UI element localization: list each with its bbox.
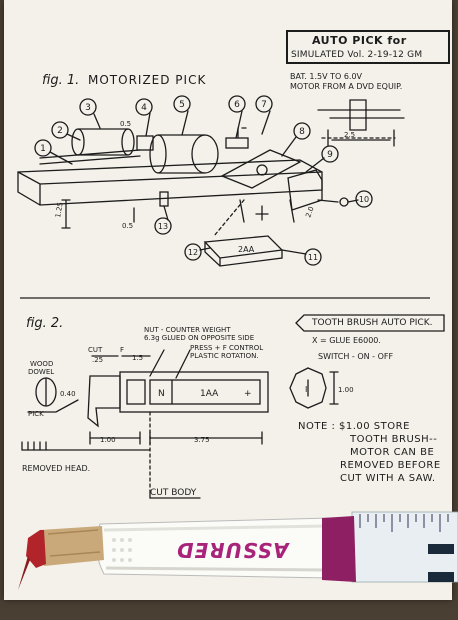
counterweight-note: 6.3g GLUED ON OPPOSITE SIDE bbox=[144, 334, 254, 342]
press-note: PRESS + F CONTROL bbox=[190, 344, 263, 352]
toothbrush-pick-label: TOOTH BRUSH AUTO PICK. bbox=[312, 318, 433, 328]
callout-number: 5 bbox=[179, 100, 185, 110]
mount-plate bbox=[220, 149, 302, 189]
battery-n-label: N bbox=[158, 389, 165, 399]
brand-logo-text: ASSURED bbox=[176, 538, 289, 562]
battery bbox=[149, 379, 261, 405]
wood-dowel-label: DOWEL bbox=[28, 368, 54, 376]
coupling bbox=[136, 135, 154, 151]
dim-label: 2AA bbox=[238, 245, 255, 254]
callout-number: 2 bbox=[57, 126, 63, 136]
note-block: NOTE : $1.00 STORE TOOTH BRUSH-- MOTOR C… bbox=[298, 420, 441, 485]
switch-label: SWITCH - ON - OFF bbox=[318, 352, 394, 361]
callout-number: 7 bbox=[261, 100, 267, 110]
callout-number: 9 bbox=[327, 150, 333, 160]
dim-label: 1.00 bbox=[100, 436, 116, 444]
fig2-labels: WOOD DOWEL PICK CUT .25 F 1.5 0.40 1.00 … bbox=[28, 326, 354, 444]
cut-body-label: CUT BODY bbox=[150, 488, 197, 498]
title-box: AUTO PICK for SIMULATED Vol. 2-19-12 GM bbox=[286, 30, 450, 64]
callout-number: 8 bbox=[299, 127, 305, 137]
battery-note-line: BAT. 1.5V TO 6.0V bbox=[290, 72, 363, 81]
fig2-drawing bbox=[21, 314, 445, 499]
dim-label: 0.5 bbox=[122, 222, 133, 230]
fig1-callout-numbers: 1 2 3 4 5 6 7 8 9 10 11 12 13 bbox=[40, 100, 369, 262]
wood-dowel-label: WOOD bbox=[30, 360, 53, 368]
dim-label: 2.5 bbox=[344, 131, 355, 139]
dim-label: 1.00 bbox=[338, 386, 354, 394]
note-line: MOTOR CAN BE bbox=[350, 447, 435, 458]
press-note: PLASTIC ROTATION. bbox=[190, 352, 259, 360]
callout-number: 1 bbox=[40, 144, 46, 154]
switch-i-label: I bbox=[305, 385, 307, 394]
fig1-dimensions: 0.5 1.25 0.5 2.5 2.0 2AA bbox=[54, 120, 355, 254]
red-pick-tip bbox=[26, 530, 46, 568]
glue-note: X = GLUE E6000. bbox=[312, 336, 381, 345]
callout-number: 10 bbox=[359, 195, 369, 204]
toothbrush-body bbox=[119, 371, 269, 413]
dim-label: F bbox=[120, 346, 124, 354]
callout-number: 4 bbox=[141, 103, 147, 113]
battery-type-label: 1AA bbox=[200, 389, 219, 399]
title-line-2: SIMULATED Vol. 2-19-12 GM bbox=[291, 50, 423, 60]
callout-number: 6 bbox=[234, 100, 240, 110]
dim-label: 0.40 bbox=[60, 390, 76, 398]
callout-number: 12 bbox=[188, 248, 198, 257]
battery-plus-label: + bbox=[244, 389, 252, 399]
note-line: CUT WITH A SAW. bbox=[340, 473, 436, 484]
fig2-label: fig. 2. bbox=[26, 316, 64, 331]
drawing-sheet bbox=[4, 0, 452, 600]
pick-label: PICK bbox=[28, 410, 44, 418]
battery-note-line: MOTOR FROM A DVD EQUIP. bbox=[290, 82, 403, 91]
title-line-1: AUTO PICK for bbox=[312, 34, 407, 47]
dim-label: 2.0 bbox=[304, 205, 315, 218]
note-line: TOOTH BRUSH-- bbox=[350, 434, 438, 445]
dim-label: 1.5 bbox=[132, 354, 143, 362]
clamp bbox=[225, 137, 249, 149]
cut-label: CUT bbox=[88, 346, 103, 354]
note-line: NOTE : $1.00 STORE bbox=[298, 421, 410, 432]
switch-octagon bbox=[289, 367, 327, 409]
dim-label: 3.75 bbox=[194, 436, 210, 444]
callout-number: 3 bbox=[85, 103, 91, 113]
toothbrush-cap bbox=[322, 516, 356, 582]
note-line: REMOVED BEFORE bbox=[340, 460, 441, 471]
fig1-label: fig. 1. bbox=[42, 73, 80, 88]
dim-label: .25 bbox=[92, 356, 103, 364]
dim-label: 0.5 bbox=[120, 120, 131, 128]
battery-note: BAT. 1.5V TO 6.0V MOTOR FROM A DVD EQUIP… bbox=[290, 72, 402, 92]
counterweight-note: NUT - COUNTER WEIGHT bbox=[144, 326, 231, 334]
removed-head-label: REMOVED HEAD. bbox=[22, 464, 91, 473]
dim-label: 1.25 bbox=[54, 202, 65, 219]
callout-number: 11 bbox=[308, 253, 318, 262]
callout-number: 13 bbox=[158, 222, 168, 231]
fig1-title: MOTORIZED PICK bbox=[88, 73, 207, 87]
